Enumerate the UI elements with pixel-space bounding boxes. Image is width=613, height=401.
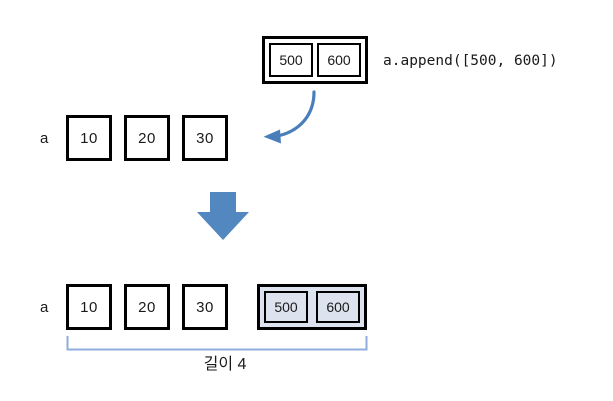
before-cell-2: 30 xyxy=(182,115,228,161)
after-cell-2: 30 xyxy=(182,284,228,330)
appended-pair-box-top: 500 600 xyxy=(262,36,368,84)
code-annotation: a.append([500, 600]) xyxy=(383,53,558,69)
appended-cell-500-top: 500 xyxy=(269,43,313,77)
length-caption: 길이 4 xyxy=(203,356,247,373)
before-cell-1: 20 xyxy=(124,115,170,161)
appended-pair-box-bottom: 500 600 xyxy=(257,284,367,330)
curved-arrow-icon xyxy=(263,90,316,144)
var-label-a-after: a xyxy=(40,299,49,316)
appended-cell-600-bottom: 600 xyxy=(316,291,360,323)
var-label-a-before: a xyxy=(40,130,49,147)
before-cell-0: 10 xyxy=(66,115,112,161)
appended-cell-500-bottom: 500 xyxy=(264,291,308,323)
after-cell-0: 10 xyxy=(66,284,112,330)
after-cell-1: 20 xyxy=(124,284,170,330)
appended-cell-600-top: 600 xyxy=(317,43,361,77)
down-block-arrow-icon xyxy=(197,192,249,240)
length-bracket-icon xyxy=(66,336,368,351)
